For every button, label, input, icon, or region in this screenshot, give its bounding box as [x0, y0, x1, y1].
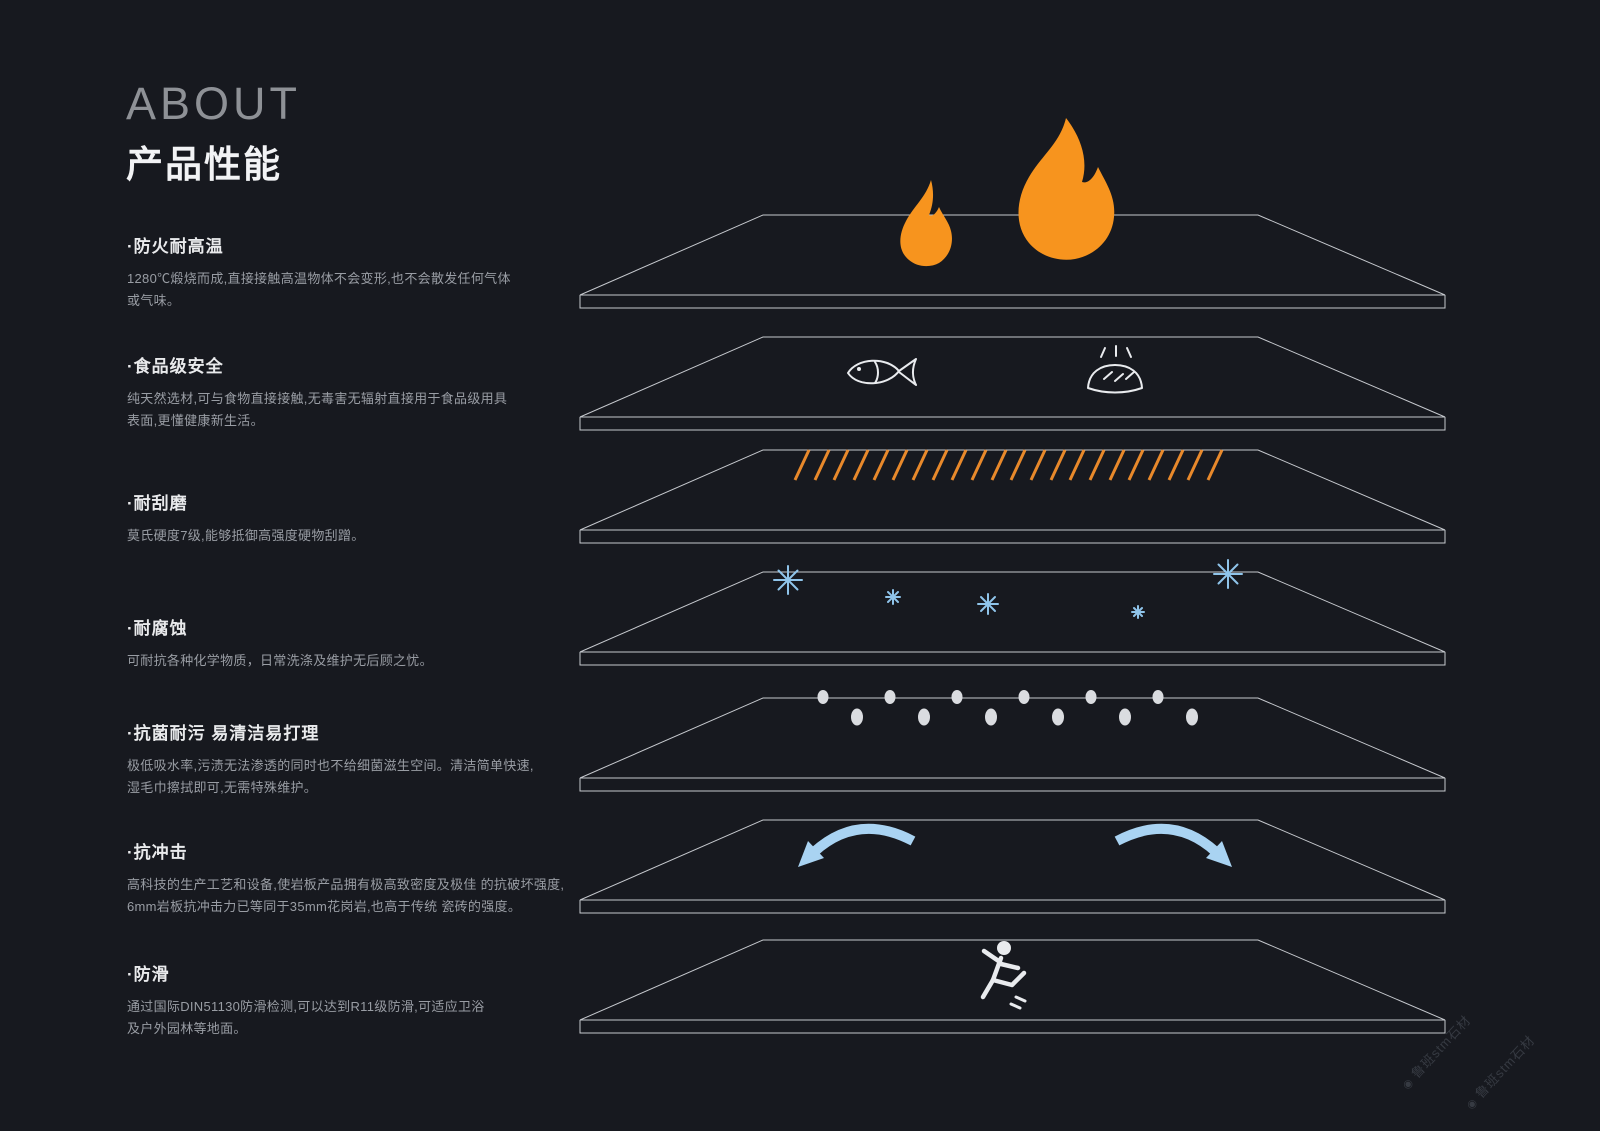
feature-desc: 高科技的生产工艺和设备,使岩板产品拥有极高致密度及极佳 的抗破坏强度, 6mm岩… [127, 877, 565, 915]
feature-title: ·抗冲击 [127, 843, 188, 862]
slab-layer-2 [579, 336, 1446, 431]
feature-desc: 纯天然选材,可与食物直接接触,无毒害无辐射直接用于食品级用具 表面,更懂健康新生… [127, 391, 508, 429]
feature-desc: 1280℃煅烧而成,直接接触高温物体不会变形,也不会散发任何气体 或气味。 [127, 271, 511, 309]
slip-person-icon [980, 941, 1027, 1010]
feature-desc: 通过国际DIN51130防滑检测,可以达到R11级防滑,可适应卫浴 及户外园林等… [127, 999, 485, 1037]
page-title-zh: 产品性能 [126, 144, 282, 185]
feature-fire-resistance: ·防火耐高温 1280℃煅烧而成,直接接触高温物体不会变形,也不会散发任何气体 … [127, 232, 592, 312]
feature-desc: 极低吸水率,污渍无法渗透的同时也不给细菌滋生空间。清洁简单快速, 湿毛巾擦拭即可… [127, 758, 534, 796]
slab-layer-6 [579, 819, 1446, 914]
droplet-icon [817, 690, 1198, 726]
feature-anti-slip: ·防滑 通过国际DIN51130防滑检测,可以达到R11级防滑,可适应卫浴 及户… [127, 960, 592, 1040]
feature-title: ·防滑 [127, 965, 170, 984]
feature-title: ·防火耐高温 [127, 237, 224, 256]
feature-title: ·食品级安全 [127, 357, 224, 376]
feature-title: ·抗菌耐污 易清洁易打理 [127, 724, 320, 743]
fish-icon [847, 358, 917, 386]
feature-scratch-resistance: ·耐刮磨 莫氏硬度7级,能够抵御高强度硬物刮蹭。 [127, 489, 592, 547]
slab-layer-1 [579, 214, 1446, 309]
watermark-logo-icon: ◉ [1400, 1075, 1417, 1092]
feature-desc: 可耐抗各种化学物质，日常洗涤及维护无后顾之忧。 [127, 653, 433, 668]
scratch-marks-icon [793, 449, 1224, 481]
feature-title: ·耐刮磨 [127, 494, 188, 513]
feature-food-safety: ·食品级安全 纯天然选材,可与食物直接接触,无毒害无辐射直接用于食品级用具 表面… [127, 352, 592, 432]
feature-title: ·耐腐蚀 [127, 619, 188, 638]
watermark-text: 鲁班stm石材 [1472, 1032, 1538, 1102]
impact-arrow-icon [798, 823, 1232, 867]
bread-icon [1087, 345, 1143, 394]
slab-layer-4 [579, 571, 1446, 666]
feature-corrosion-resistance: ·耐腐蚀 可耐抗各种化学物质，日常洗涤及维护无后顾之忧。 [127, 614, 592, 672]
slab-layer-3 [579, 449, 1446, 544]
feature-antibacterial: ·抗菌耐污 易清洁易打理 极低吸水率,污渍无法渗透的同时也不给细菌滋生空间。清洁… [127, 719, 592, 799]
flame-icon [900, 118, 1115, 267]
feature-impact-resistance: ·抗冲击 高科技的生产工艺和设备,使岩板产品拥有极高致密度及极佳 的抗破坏强度,… [127, 838, 592, 918]
watermark-logo-icon: ◉ [1464, 1095, 1481, 1112]
feature-desc: 莫氏硬度7级,能够抵御高强度硬物刮蹭。 [127, 528, 365, 543]
layered-slab-diagram [579, 118, 1446, 1034]
slab-layer-5 [579, 697, 1446, 792]
snowflake-icon [773, 559, 1243, 619]
page-title-en: ABOUT [126, 78, 302, 129]
